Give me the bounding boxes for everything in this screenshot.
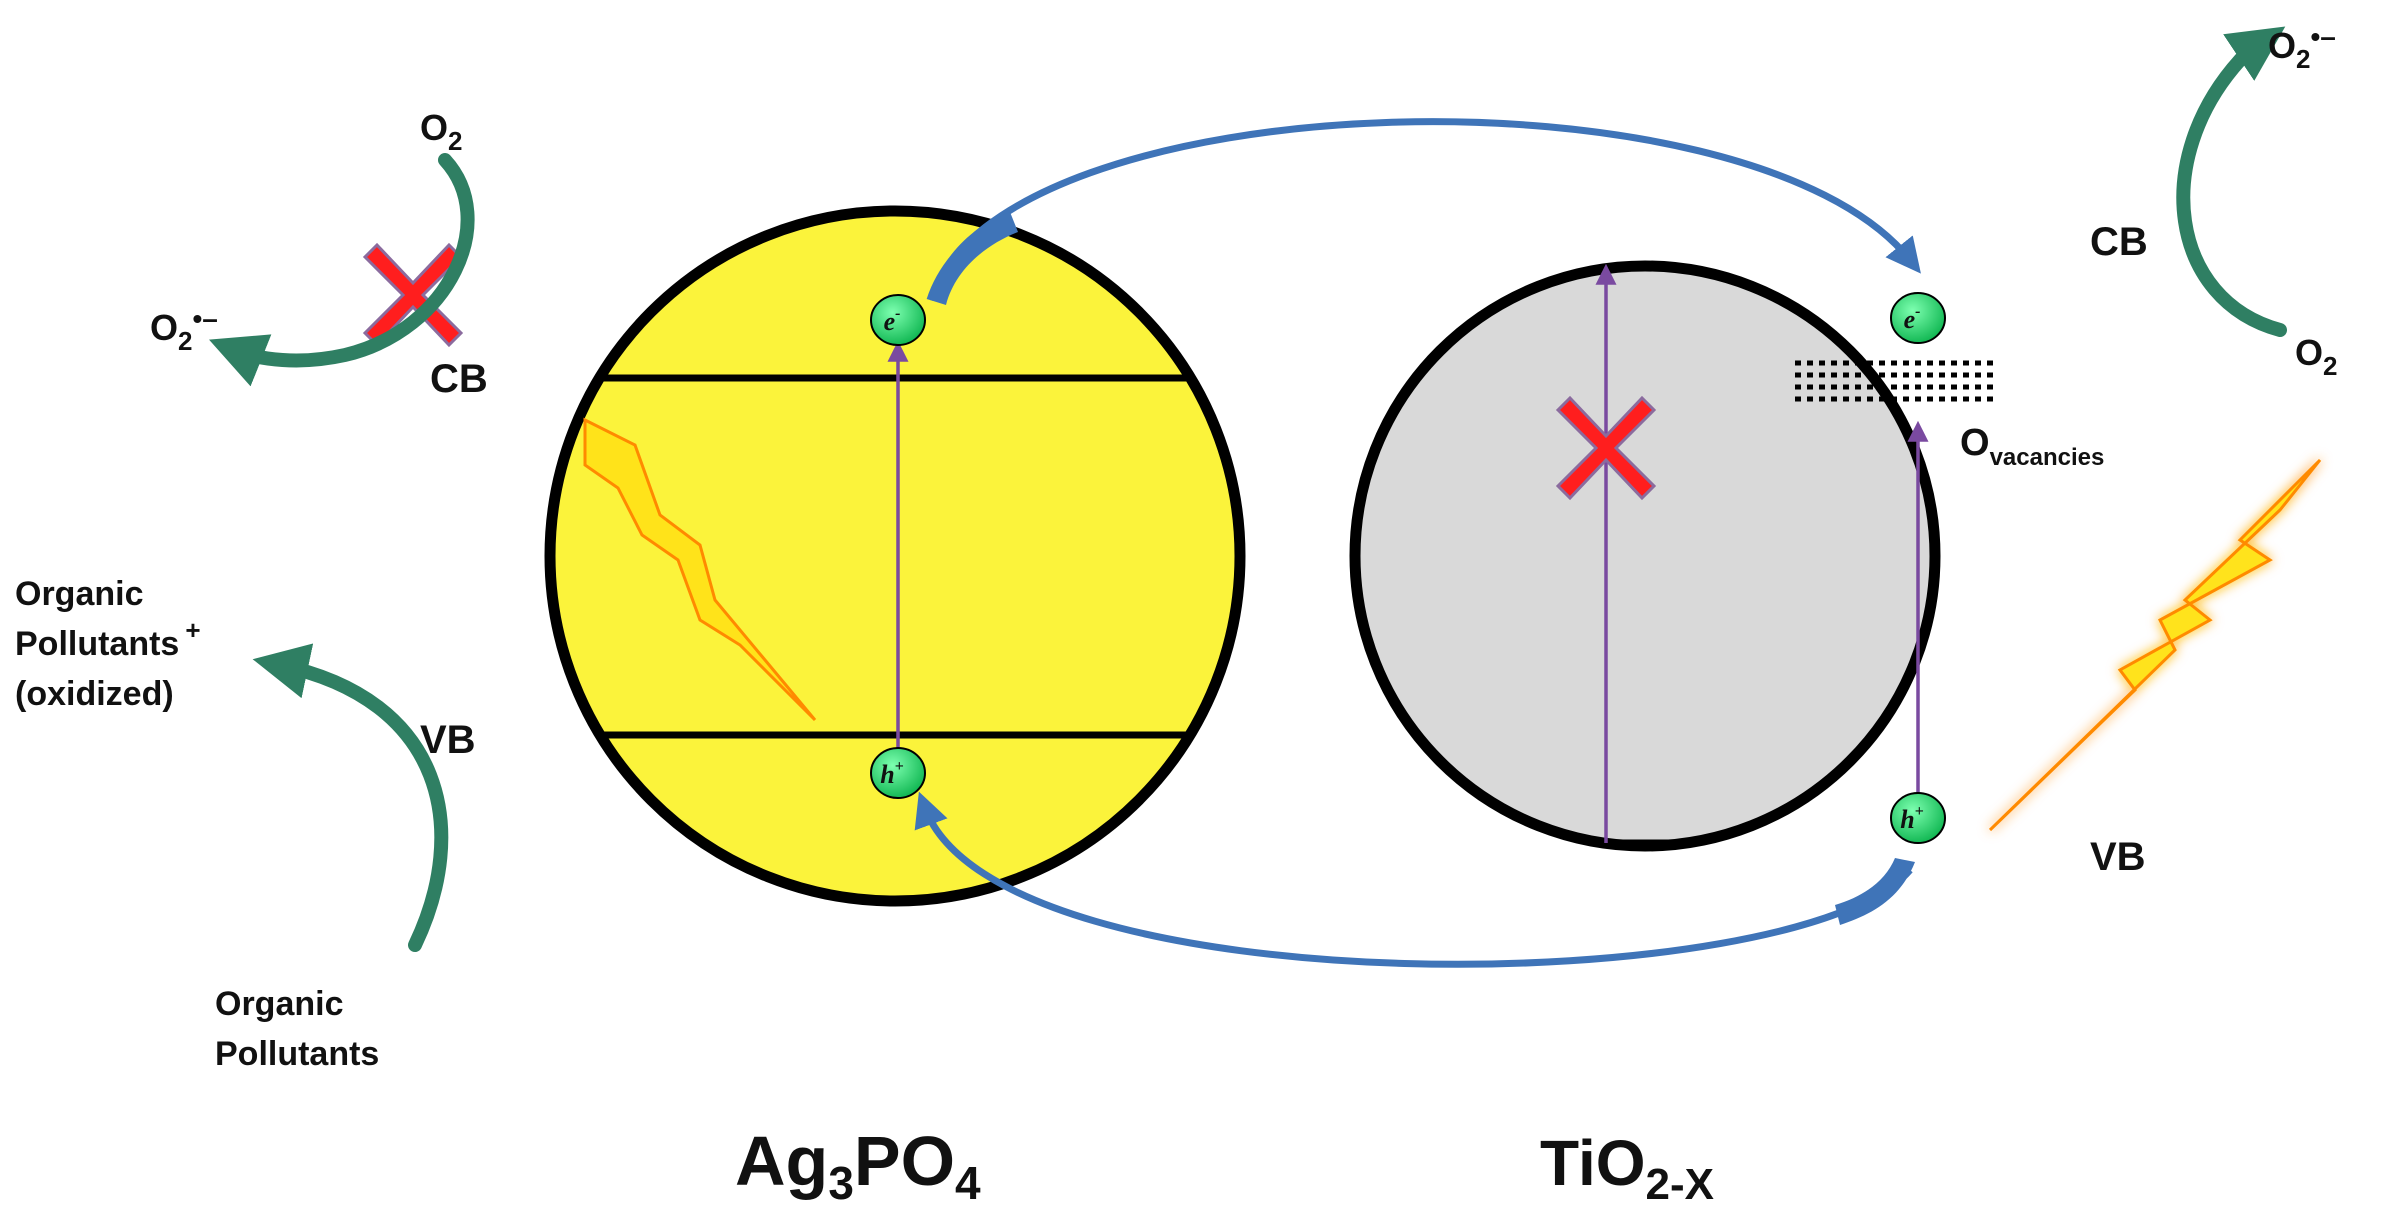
- superoxide-label-left: O2•–: [150, 303, 218, 356]
- tio2x-title: TiO2-X: [1540, 1127, 1714, 1209]
- hole-transfer-arrow-tail-body: [1835, 858, 1915, 925]
- oxygen-vacancies-label: Ovacancies: [1960, 422, 2104, 471]
- o2-label-right: O2: [2295, 332, 2337, 381]
- ag3po4-particle: [544, 205, 1246, 907]
- electron-tio2x: e-: [1890, 292, 1946, 344]
- visible-light-bolt-ag3po4: [583, 417, 817, 722]
- superoxide-label-right: O2•–: [2268, 21, 2336, 74]
- svg-text:e-: e-: [884, 305, 901, 336]
- cb-label-left: CB: [430, 357, 488, 401]
- blocked-excitation-cross-icon: [1555, 395, 1657, 501]
- oxidized-pollutants-label-3: (oxidized): [15, 675, 174, 713]
- vb-label-left: VB: [420, 718, 476, 762]
- o2-reduction-arrow-left: [208, 153, 475, 387]
- hole-transfer-arrow: [914, 791, 1913, 968]
- o2-label-left: O2: [420, 107, 462, 156]
- pollutant-oxidation-arrow: [252, 643, 449, 952]
- svg-text:h+: h+: [1900, 803, 1924, 834]
- oxidized-pollutants-label: Organic: [15, 575, 143, 613]
- oxygen-vacancy-states: [1795, 360, 1995, 402]
- hole-tio2x: h+: [1890, 792, 1946, 844]
- tio2x-particle: [1349, 260, 1941, 852]
- electron-transfer-arrow-head-body: [930, 212, 1018, 305]
- organic-pollutants-label: Organic: [215, 985, 343, 1023]
- svg-text:e-: e-: [1904, 303, 1921, 334]
- svg-text:h+: h+: [880, 758, 904, 789]
- organic-pollutants-label-2: Pollutants: [215, 1035, 379, 1073]
- blocked-left-reaction-cross-icon: [362, 242, 464, 348]
- vb-label-right: VB: [2090, 835, 2146, 879]
- hole-ag3po4: h+: [870, 747, 926, 799]
- visible-light-bolt-tio2x: [1988, 458, 2322, 832]
- o2-reduction-arrow-right: [2176, 26, 2287, 337]
- electron-ag3po4: e-: [870, 294, 926, 346]
- ag3po4-title: Ag3PO4: [735, 1122, 981, 1209]
- oxidized-pollutants-label-2: Pollutants+: [15, 615, 201, 663]
- cb-label-right: CB: [2090, 220, 2148, 264]
